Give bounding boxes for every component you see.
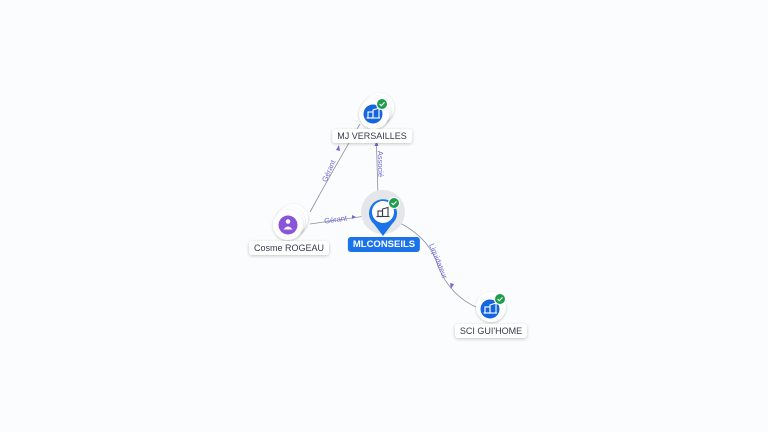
person-icon bbox=[283, 219, 293, 230]
edge-label-associe: Associé bbox=[376, 151, 385, 177]
node-label-mj-versailles[interactable]: MJ VERSAILLES bbox=[332, 129, 412, 143]
node-label-cosme-rogeau[interactable]: Cosme ROGEAU bbox=[248, 241, 330, 255]
verified-check-icon bbox=[388, 197, 400, 209]
node-label-sci-gui-home[interactable]: SCI GUI'HOME bbox=[454, 324, 528, 338]
edge-label-gerant-1: Gérant bbox=[320, 158, 338, 183]
node-label-mlconseils[interactable]: MLCONSEILS bbox=[347, 237, 421, 252]
node-cosme-rogeau[interactable] bbox=[273, 204, 308, 240]
verified-check-icon bbox=[376, 98, 388, 110]
edge-ml-to-sci: Liquidateur bbox=[397, 221, 479, 309]
edge-label-gerant-2: Gérant bbox=[324, 213, 349, 225]
verified-check-icon bbox=[494, 293, 506, 305]
edge-rogeau-to-ml: Gérant bbox=[309, 213, 367, 226]
edge-label-liquidateur: Liquidateur bbox=[427, 242, 449, 280]
node-mlconseils[interactable] bbox=[361, 190, 405, 236]
building-icon bbox=[376, 206, 390, 218]
node-sci-gui-home[interactable] bbox=[476, 292, 506, 322]
node-mj-versailles[interactable] bbox=[359, 93, 394, 129]
